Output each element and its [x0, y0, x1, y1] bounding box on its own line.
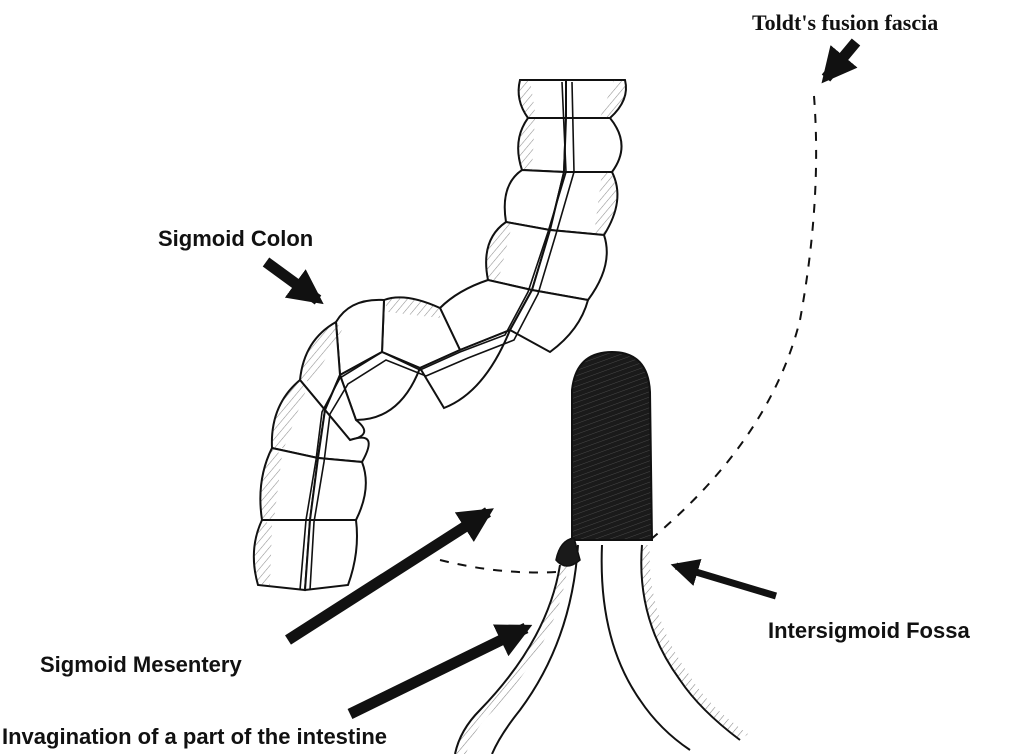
toldt-fascia-label: Toldt's fusion fascia — [752, 10, 938, 35]
fossa-dashed-line — [440, 560, 556, 573]
intersigmoid-fossa-arrow — [676, 566, 776, 596]
intersigmoid-fossa-label: Intersigmoid Fossa — [768, 618, 970, 643]
sigmoid-colon-drawing — [254, 80, 626, 590]
sigmoid-mesentery-label: Sigmoid Mesentery — [40, 652, 242, 677]
sigmoid-colon-label: Sigmoid Colon — [158, 226, 313, 251]
toldt-arrow — [826, 42, 856, 78]
invagination-label: Invagination of a part of the intestine — [2, 724, 387, 749]
toldt-fascia-line — [650, 96, 816, 540]
invagination-base-knot — [556, 538, 580, 566]
invaginated-segment — [572, 352, 652, 540]
mesentery-drawing — [455, 545, 740, 754]
sigmoid-colon-arrow — [266, 262, 318, 300]
